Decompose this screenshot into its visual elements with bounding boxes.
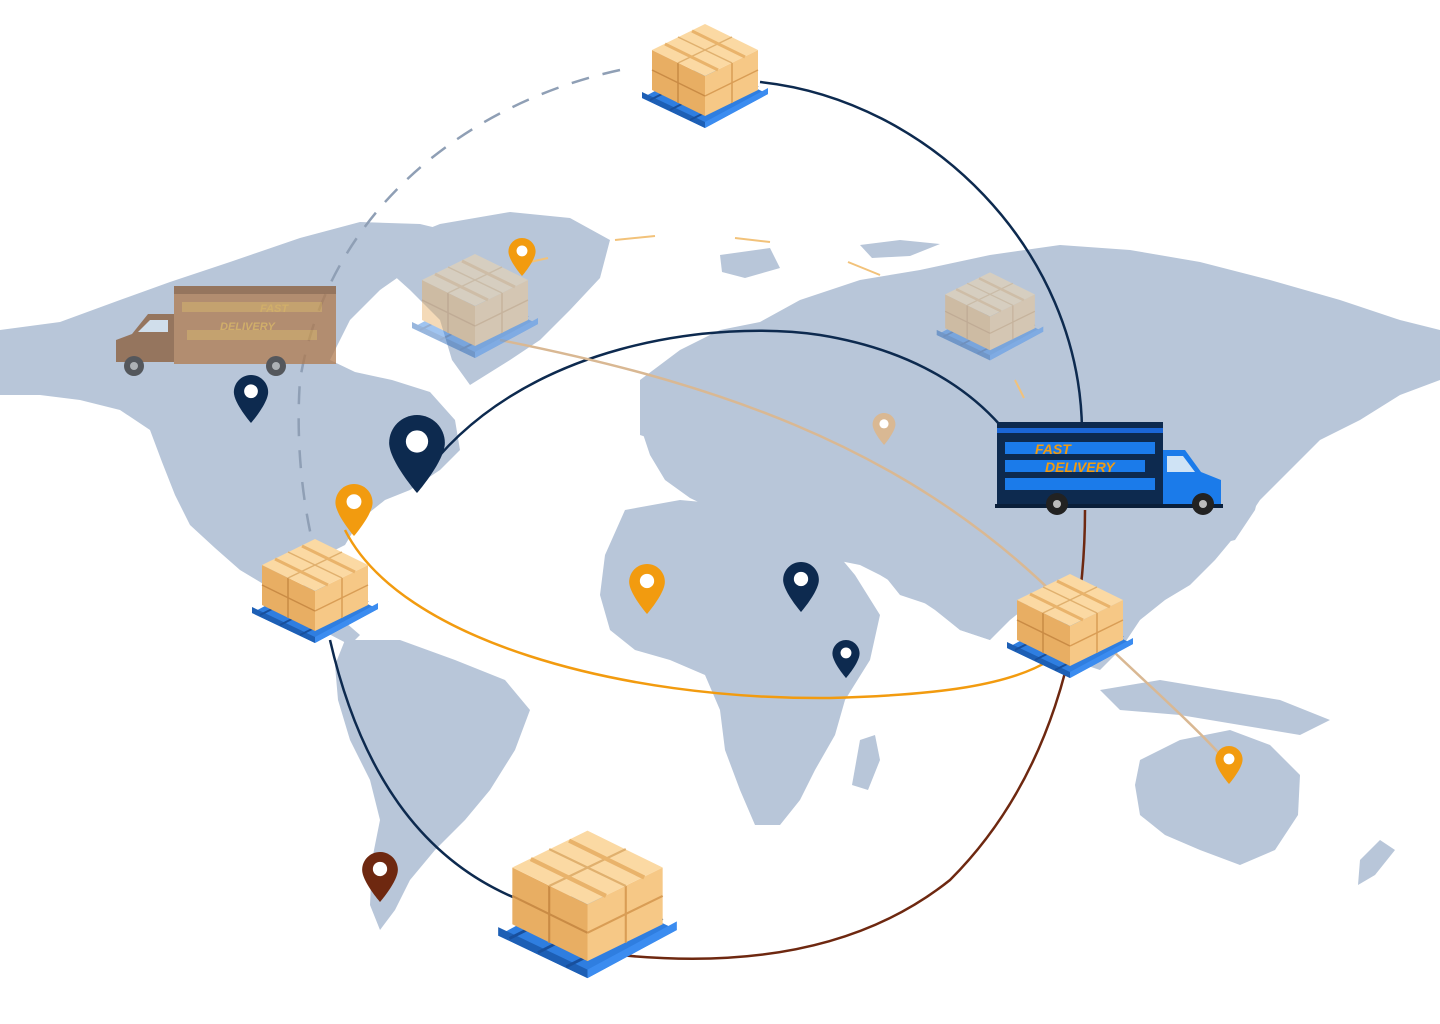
svalbard-land <box>860 240 940 258</box>
arctic-islands-land <box>720 248 780 278</box>
faded-truck-cargo <box>174 286 336 364</box>
faded-truck-label-1: FAST <box>260 303 289 315</box>
pallet-north-pole <box>640 22 770 130</box>
new-zealand-land <box>1358 840 1395 885</box>
blue-truck-label-2: DELIVERY <box>1045 459 1116 475</box>
dashed-route-line <box>297 68 621 541</box>
blue-truck-label-1: FAST <box>1035 441 1072 457</box>
routes <box>297 68 1226 961</box>
faded-truck-label-2: DELIVERY <box>220 321 276 333</box>
pallet-south-atlantic <box>498 831 677 978</box>
south-america-land <box>335 640 530 930</box>
orange-route-line <box>343 529 1051 700</box>
australia-land <box>1135 730 1300 865</box>
south-asia-land <box>880 560 1000 640</box>
navy-route-south-america <box>328 639 521 902</box>
arctic-dash-1 <box>614 235 656 241</box>
uk-land <box>640 395 665 440</box>
madagascar-land <box>852 735 880 790</box>
arctic-dash-2 <box>734 237 771 243</box>
faded-truck: FAST DELIVERY <box>116 286 336 376</box>
arctic-dash-3 <box>847 261 881 276</box>
blue-truck: FAST DELIVERY <box>995 422 1223 515</box>
tan-route-line <box>499 338 1226 761</box>
arctic-dash-4 <box>1014 379 1025 399</box>
greenland-dash <box>529 257 549 263</box>
navy-route-atlantic <box>418 329 1001 481</box>
navy-route-north <box>759 80 1084 431</box>
japan-land <box>1215 440 1265 545</box>
indonesia-land <box>1100 680 1330 735</box>
